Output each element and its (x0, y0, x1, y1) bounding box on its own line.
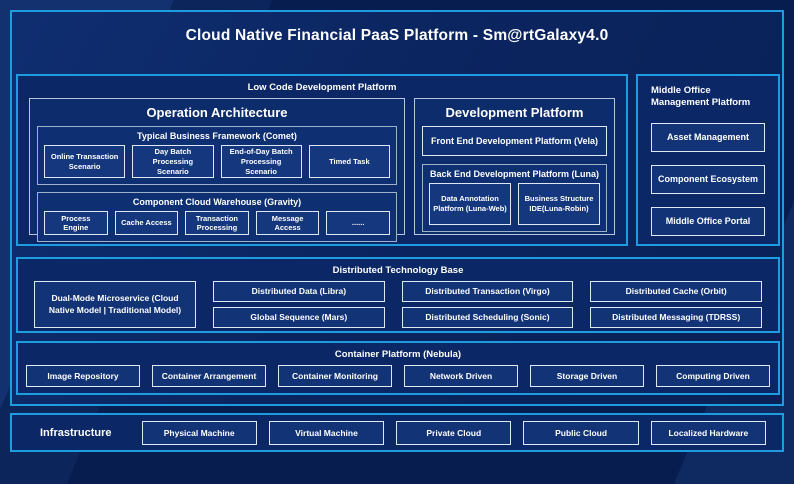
infrastructure-label: Infrastructure (40, 426, 112, 439)
section-container-platform: Container Platform (Nebula) Image Reposi… (16, 341, 780, 395)
warehouse-item: Process Engine (44, 211, 108, 236)
warehouse-item: Cache Access (114, 211, 179, 236)
section-low-code-platform: Low Code Development Platform Operation … (16, 74, 628, 246)
container-platform-item: Network Driven (404, 365, 518, 387)
warehouse-item: Message Access (255, 211, 320, 236)
container-platform-item: Image Repository (26, 365, 140, 387)
distributed-base-label: Distributed Technology Base (332, 265, 464, 276)
component-cloud-warehouse-label: Component Cloud Warehouse (Gravity) (132, 197, 302, 208)
container-platform-label: Container Platform (Nebula) (334, 349, 462, 360)
infrastructure-item: Localized Hardware (650, 420, 767, 445)
back-end-item: Business Structure IDE(Luna-Robin) (518, 183, 600, 225)
typical-business-framework-box: Typical Business Framework (Comet) Onlin… (37, 126, 397, 186)
low-code-platform-body: Operation Architecture Typical Business … (18, 98, 626, 243)
middle-office-item: Component Ecosystem (651, 164, 765, 194)
framework-item: Timed Task (308, 145, 390, 179)
middle-office-label: Middle Office Management Platform (651, 85, 751, 109)
framework-item: Online Transaction Scenario (44, 145, 126, 179)
section-infrastructure: Infrastructure Physical Machine Virtual … (10, 413, 784, 452)
operation-architecture-box: Operation Architecture Typical Business … (29, 98, 405, 243)
infrastructure-item: Public Cloud (523, 420, 639, 445)
framework-item: End-of-Day Batch Processing Scenario (220, 145, 302, 179)
back-end-platform-box: Back End Development Platform (Luna) Dat… (422, 164, 607, 232)
distributed-item: Distributed Transaction (Virgo) (401, 281, 574, 302)
middle-office-item: Middle Office Portal (651, 206, 765, 236)
container-platform-item: Computing Driven (656, 365, 770, 387)
warehouse-item: Transaction Processing (185, 211, 249, 236)
framework-item: Day Batch Processing Scenario (132, 145, 214, 179)
container-platform-items: Image Repository Container Arrangement C… (18, 365, 778, 387)
distributed-item: Global Sequence (Mars) (213, 307, 385, 328)
low-code-platform-label: Low Code Development Platform (247, 82, 397, 93)
distributed-item: Distributed Scheduling (Sonic) (401, 307, 574, 328)
infrastructure-item: Virtual Machine (268, 420, 385, 445)
typical-business-framework-label: Typical Business Framework (Comet) (137, 131, 297, 141)
back-end-platform-items: Data Annotation Platform (Luna-Web) Busi… (429, 183, 600, 225)
dual-mode-microservice-box: Dual-Mode Microservice (Cloud Native Mod… (34, 281, 196, 328)
infrastructure-item: Physical Machine (141, 420, 257, 445)
typical-business-framework-items: Online Transaction Scenario Day Batch Pr… (44, 145, 390, 179)
middle-office-item: Asset Management (651, 122, 765, 152)
container-platform-item: Container Monitoring (278, 365, 392, 387)
container-platform-item: Storage Driven (530, 365, 644, 387)
operation-architecture-title: Operation Architecture (146, 105, 288, 120)
container-platform-item: Container Arrangement (152, 365, 266, 387)
component-cloud-warehouse-box: Component Cloud Warehouse (Gravity) Proc… (37, 192, 397, 243)
section-middle-office: Middle Office Management Platform Asset … (636, 74, 780, 246)
distributed-item: Distributed Data (Libra) (213, 281, 385, 302)
distributed-item: Distributed Messaging (TDRSS) (590, 307, 762, 328)
development-platform-title: Development Platform (445, 105, 584, 120)
section-distributed-base: Distributed Technology Base Dual-Mode Mi… (16, 257, 780, 333)
page-title: Cloud Native Financial PaaS Platform - S… (185, 27, 609, 44)
back-end-item: Data Annotation Platform (Luna-Web) (429, 183, 511, 225)
development-platform-box: Development Platform Front End Developme… (414, 98, 615, 235)
back-end-platform-label: Back End Development Platform (Luna) (429, 169, 600, 179)
front-end-platform-box: Front End Development Platform (Vela) (422, 126, 607, 156)
distributed-base-grid: Dual-Mode Microservice (Cloud Native Mod… (18, 281, 778, 328)
component-cloud-warehouse-items: Process Engine Cache Access Transaction … (44, 211, 390, 236)
warehouse-item: ...... (326, 211, 390, 236)
main-platform-panel: Cloud Native Financial PaaS Platform - S… (10, 10, 784, 406)
distributed-item: Distributed Cache (Orbit) (590, 281, 762, 302)
infrastructure-item: Private Cloud (396, 420, 512, 445)
